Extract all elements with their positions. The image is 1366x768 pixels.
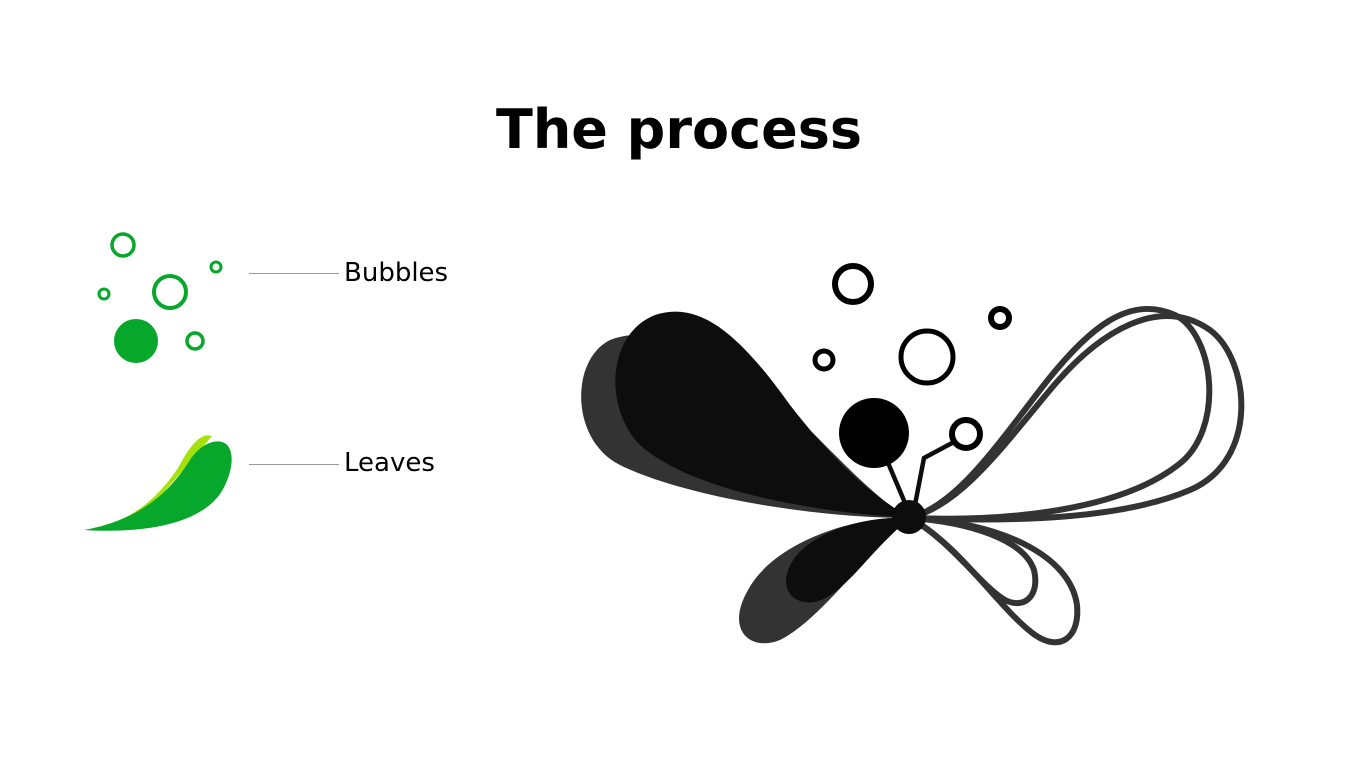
left-lower-wing-front [786,517,910,603]
right-upper-wing-inner [907,305,1213,522]
legend-icons [84,232,232,531]
bubbles-icon [97,232,223,363]
right-antenna [911,439,957,513]
left-upper-wing-front [615,311,910,518]
right-lower-wing-inner [907,515,1039,607]
middle-bubble [898,328,956,386]
slide-title: The process [495,98,862,161]
small-left-bubble [812,348,836,372]
bubbles-connector-line [249,273,339,274]
leaves-label: Leaves [344,448,435,478]
antenna-bubble [949,417,983,451]
butterfly-body [892,500,926,534]
small-right-bubble [988,306,1012,330]
leaves-connector-line [249,464,339,465]
top-bubble [832,263,874,305]
leaf-icon [84,435,232,531]
right-upper-wing-outer [907,313,1245,523]
butterfly-illustration [581,263,1245,646]
large-filled-bubble [839,398,909,468]
bubbles-label: Bubbles [344,258,449,288]
